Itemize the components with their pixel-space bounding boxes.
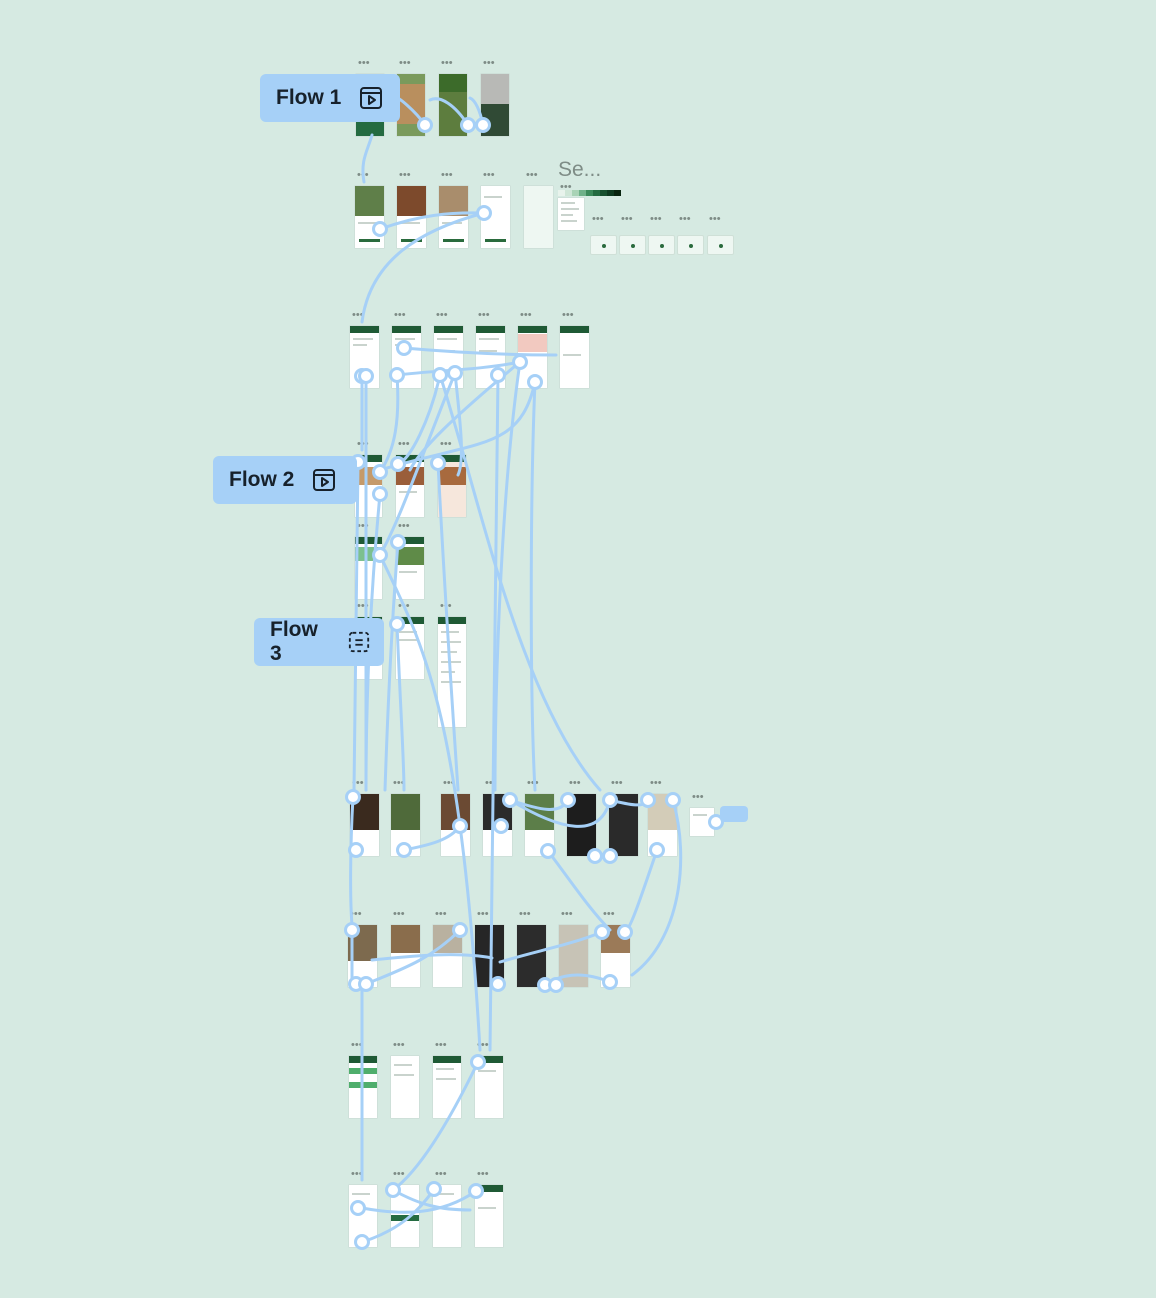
flow-2-label-text: Flow 2	[229, 468, 294, 492]
connection-line[interactable]	[363, 135, 372, 182]
connection-node[interactable]	[358, 976, 374, 992]
connection-node[interactable]	[649, 842, 665, 858]
connection-node[interactable]	[348, 842, 364, 858]
connection-node[interactable]	[345, 789, 361, 805]
connection-node[interactable]	[389, 367, 405, 383]
connection-node[interactable]	[372, 464, 388, 480]
connection-node[interactable]	[432, 367, 448, 383]
connection-node[interactable]	[452, 922, 468, 938]
connection-node[interactable]	[372, 486, 388, 502]
connection-node[interactable]	[389, 616, 405, 632]
flow-2-label[interactable]: Flow 2	[213, 456, 357, 504]
connection-line[interactable]	[548, 851, 610, 930]
connection-line[interactable]	[404, 348, 556, 355]
connection-node[interactable]	[426, 1181, 442, 1197]
connection-line[interactable]	[397, 624, 404, 790]
connection-node[interactable]	[390, 534, 406, 550]
connection-node[interactable]	[490, 976, 506, 992]
connection-node[interactable]	[527, 374, 543, 390]
connection-node[interactable]	[460, 117, 476, 133]
connection-node[interactable]	[540, 843, 556, 859]
connection-node[interactable]	[594, 924, 610, 940]
connection-line[interactable]	[531, 382, 535, 790]
connection-node[interactable]	[602, 974, 618, 990]
connection-line[interactable]	[351, 797, 353, 925]
connection-node[interactable]	[358, 368, 374, 384]
connection-line[interactable]	[500, 932, 602, 962]
connection-node[interactable]	[396, 842, 412, 858]
connection-node[interactable]	[344, 922, 360, 938]
flow-3-label-text: Flow 3	[270, 618, 330, 666]
flow-3-label[interactable]: Flow 3	[254, 618, 384, 666]
play-icon-dashed[interactable]	[348, 630, 370, 654]
connection-line[interactable]	[404, 826, 460, 850]
connection-node[interactable]	[665, 792, 681, 808]
connection-line[interactable]	[398, 375, 440, 464]
connection-node[interactable]	[475, 117, 491, 133]
connection-line[interactable]	[440, 375, 600, 790]
connection-node[interactable]	[390, 456, 406, 472]
flow-1-label[interactable]: Flow 1	[260, 74, 400, 122]
connection-node[interactable]	[490, 367, 506, 383]
connection-line[interactable]	[380, 213, 484, 229]
connection-node[interactable]	[430, 455, 446, 471]
connection-node[interactable]	[354, 1234, 370, 1250]
connection-node[interactable]	[350, 1200, 366, 1216]
connection-node[interactable]	[452, 818, 468, 834]
connection-node[interactable]	[548, 977, 564, 993]
play-icon[interactable]	[359, 86, 383, 110]
connection-node[interactable]	[640, 792, 656, 808]
connection-node[interactable]	[447, 365, 463, 381]
connection-node[interactable]	[470, 1054, 486, 1070]
connection-line[interactable]	[362, 1189, 434, 1242]
connection-node[interactable]	[502, 792, 518, 808]
connection-node[interactable]	[617, 924, 633, 940]
connection-node[interactable]	[468, 1183, 484, 1199]
connection-node[interactable]	[396, 340, 412, 356]
connection-node[interactable]	[372, 547, 388, 563]
play-icon[interactable]	[312, 468, 336, 492]
connection-line[interactable]	[625, 850, 657, 932]
connection-line[interactable]	[632, 800, 681, 975]
connection-node[interactable]	[493, 818, 509, 834]
flow-1-label-text: Flow 1	[276, 86, 341, 110]
connection-node[interactable]	[602, 792, 618, 808]
connection-end-cap[interactable]	[720, 806, 748, 822]
connection-node[interactable]	[587, 848, 603, 864]
connection-node[interactable]	[560, 792, 576, 808]
connection-node[interactable]	[476, 205, 492, 221]
connection-node[interactable]	[417, 117, 433, 133]
connection-line[interactable]	[438, 463, 458, 790]
connection-node[interactable]	[602, 848, 618, 864]
connection-node[interactable]	[512, 354, 528, 370]
connection-line[interactable]	[393, 1062, 478, 1190]
connection-node[interactable]	[385, 1182, 401, 1198]
connection-node[interactable]	[372, 221, 388, 237]
